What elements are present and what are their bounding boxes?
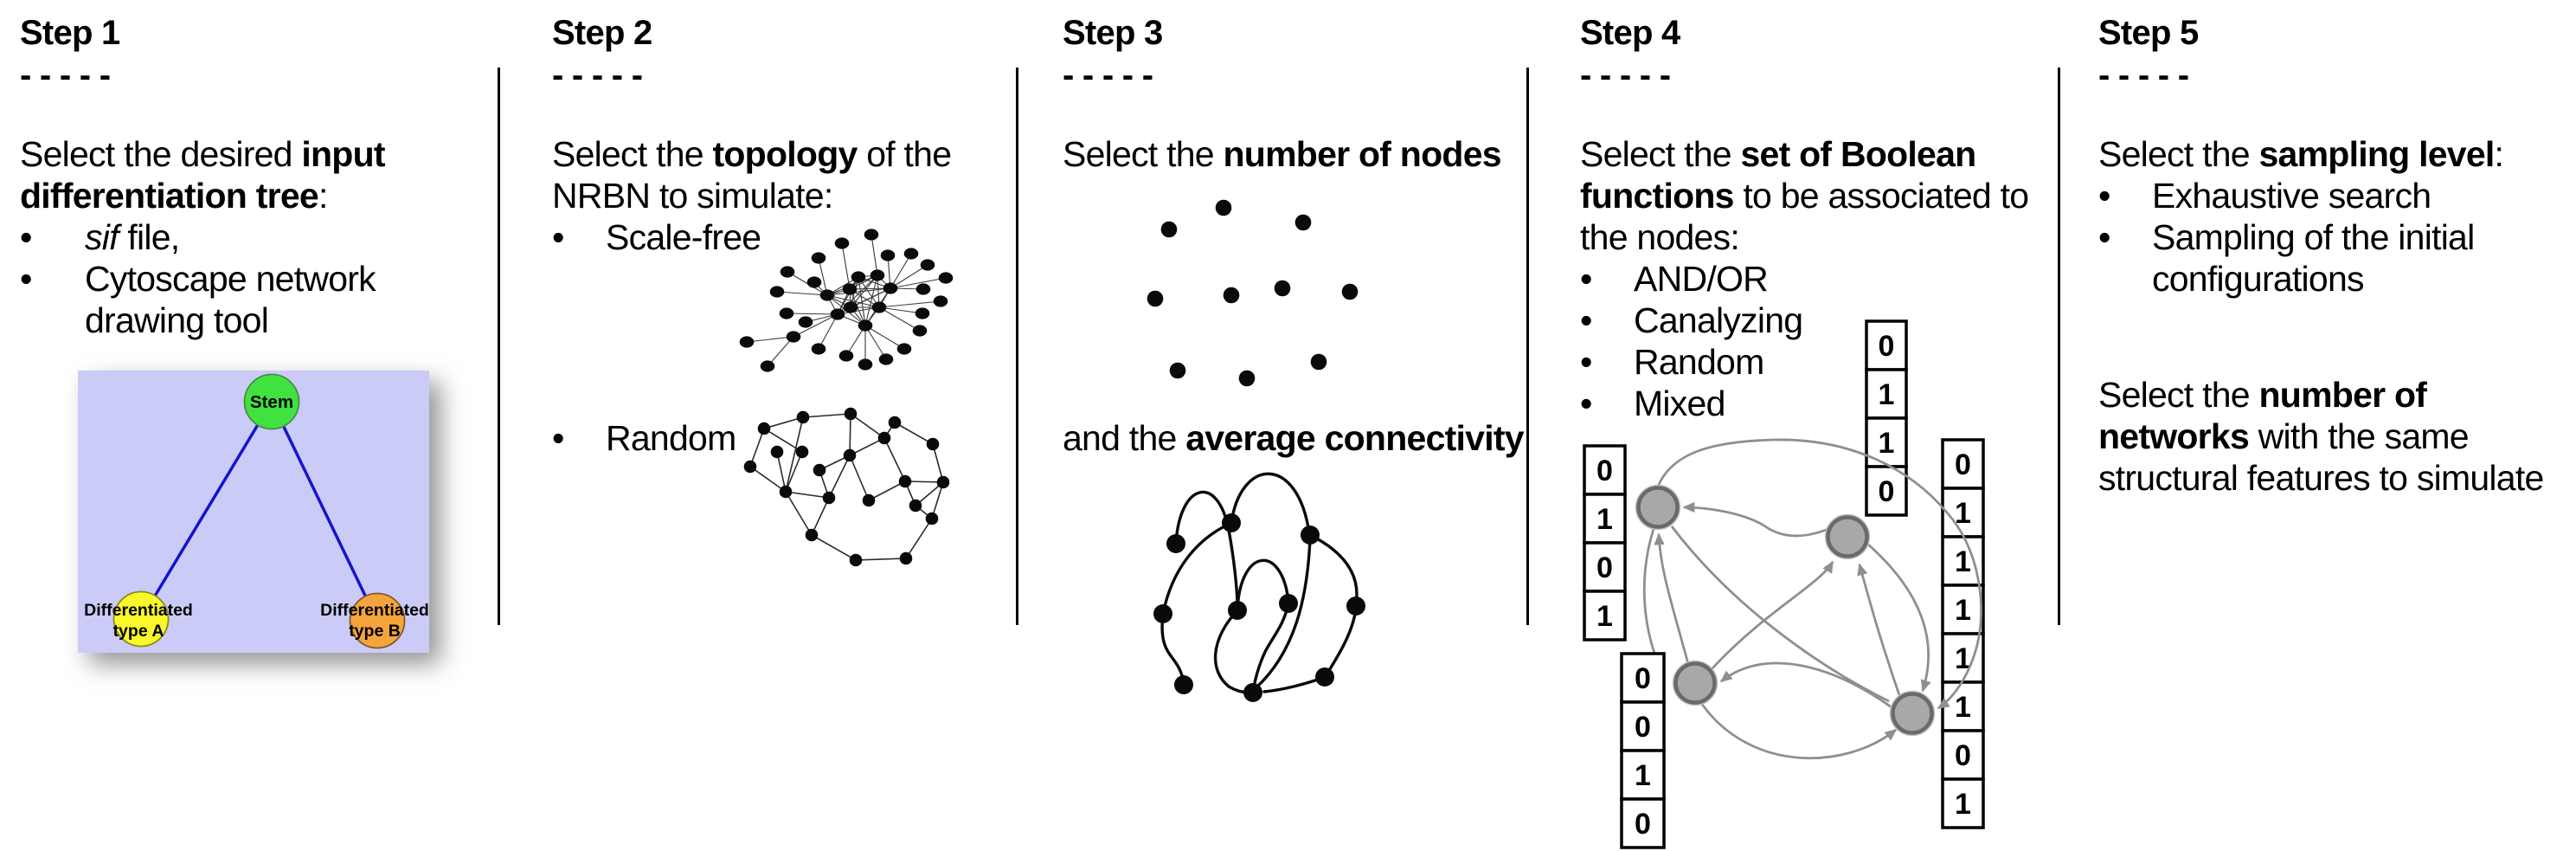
svg-text:0: 0 — [1635, 711, 1651, 744]
svg-text:1: 1 — [1596, 600, 1613, 633]
svg-text:0: 0 — [1879, 330, 1895, 363]
svg-text:type B: type B — [349, 622, 401, 641]
svg-text:0: 0 — [1596, 455, 1613, 487]
svg-text:1: 1 — [1596, 503, 1613, 536]
svg-text:1: 1 — [1955, 642, 1971, 675]
svg-text:1: 1 — [1955, 788, 1971, 821]
svg-text:1: 1 — [1955, 594, 1971, 627]
svg-text:Differentiated: Differentiated — [320, 601, 429, 620]
svg-text:1: 1 — [1955, 545, 1971, 578]
svg-text:0: 0 — [1955, 739, 1971, 772]
svg-text:1: 1 — [1955, 497, 1971, 530]
svg-text:0: 0 — [1879, 475, 1895, 508]
svg-text:1: 1 — [1955, 691, 1971, 724]
svg-text:Stem: Stem — [250, 392, 293, 412]
svg-text:0: 0 — [1596, 551, 1613, 584]
svg-text:1: 1 — [1879, 427, 1895, 460]
svg-text:Differentiated: Differentiated — [84, 601, 193, 620]
svg-text:0: 0 — [1635, 662, 1651, 695]
svg-text:0: 0 — [1635, 808, 1651, 841]
svg-text:0: 0 — [1955, 448, 1971, 481]
svg-text:1: 1 — [1879, 378, 1895, 411]
svg-text:type A: type A — [113, 622, 164, 641]
svg-text:1: 1 — [1635, 759, 1651, 792]
